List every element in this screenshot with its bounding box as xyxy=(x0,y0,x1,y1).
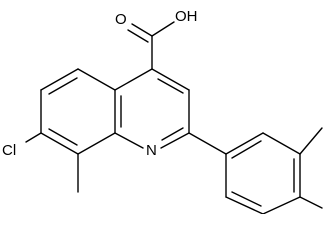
bond-c2-aryl xyxy=(188,132,227,155)
bond-c7-cl xyxy=(25,132,42,143)
bond-ar3-methyl xyxy=(299,127,323,155)
structure-svg: O OH Cl N xyxy=(2,8,323,214)
bond-c8-c8a xyxy=(77,132,116,155)
atom-labels: O OH Cl N xyxy=(2,8,198,159)
bond-c-o-double-a xyxy=(131,23,153,37)
bonds xyxy=(25,21,323,214)
bond-c7-c8 xyxy=(40,132,79,155)
bond-c7-c8-inner xyxy=(48,128,78,146)
bond-ar5-ar6 xyxy=(225,196,264,214)
bond-ar4-ar5 xyxy=(262,196,301,214)
atom-label-o: O xyxy=(115,11,127,28)
bond-c4a-c5 xyxy=(77,68,116,91)
bond-c4-c4a xyxy=(114,68,153,91)
bond-c5-c6 xyxy=(40,68,79,91)
atom-label-oh: OH xyxy=(175,8,198,25)
bond-c-o-double-b xyxy=(127,29,149,43)
bond-ar1-ar2-inner xyxy=(231,140,262,159)
bond-c2-n1-inner xyxy=(161,127,184,141)
bond-ar5-ar6-inner xyxy=(231,191,262,207)
bond-c4-c3 xyxy=(151,68,190,91)
molecule-diagram: O OH Cl N xyxy=(2,8,323,214)
bond-n1-c8a xyxy=(114,132,144,149)
bond-c2-n1 xyxy=(160,132,190,149)
bond-c4-c3-inner xyxy=(157,78,184,94)
bond-ar4-methyl xyxy=(299,196,323,209)
atom-label-n: N xyxy=(146,142,157,159)
bond-ar1-ar2 xyxy=(225,132,264,155)
atom-label-cl: Cl xyxy=(2,142,16,159)
bond-ar2-ar3 xyxy=(262,132,301,155)
bond-c5-c6-inner xyxy=(48,77,78,95)
bond-c-oh xyxy=(151,21,175,37)
